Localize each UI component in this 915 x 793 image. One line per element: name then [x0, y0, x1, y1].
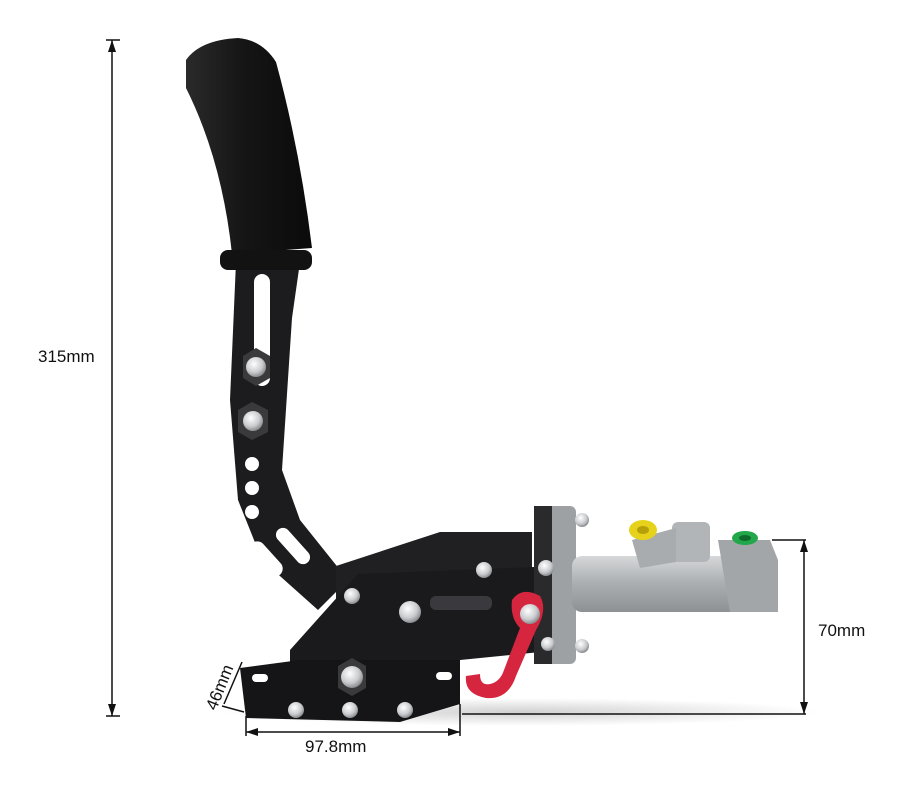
master-cylinder-dimension-line: [462, 539, 806, 715]
base-bolt: [288, 702, 304, 718]
base-length-dimension-line: [245, 704, 461, 736]
base-hole: [252, 674, 268, 682]
housing-bolt: [520, 604, 540, 624]
base-length-label: 97.8mm: [305, 737, 367, 756]
housing-bolt: [399, 601, 421, 623]
base-hole: [436, 672, 452, 680]
base-bolt: [342, 702, 358, 718]
cylinder-outlet: [718, 540, 778, 612]
lever-bolt: [243, 348, 270, 386]
cylinder-inlet-boss: [672, 522, 710, 562]
grip-collar: [220, 250, 312, 270]
base-width-dimension-line: [221, 661, 245, 713]
lower-slot: [249, 541, 283, 577]
foam-grip: [186, 38, 312, 254]
housing-bolt: [538, 560, 554, 576]
cylinder-bolt: [575, 513, 589, 527]
height-label: 315mm: [38, 347, 95, 366]
pivot-bolt: [338, 658, 366, 696]
height-dimension-line: [106, 39, 120, 717]
housing-bolt: [344, 588, 360, 604]
lever-bolt: [238, 402, 268, 440]
base-bolt: [397, 702, 413, 718]
adjust-hole: [245, 505, 259, 519]
cylinder-bolt: [575, 639, 589, 653]
housing-bolt: [541, 637, 555, 651]
lower-slot: [275, 527, 311, 565]
adjust-hole: [245, 481, 259, 495]
housing-bolt: [476, 562, 492, 578]
housing-slot: [430, 596, 492, 610]
adjust-hole: [245, 457, 259, 471]
master-cylinder-height-label: 70mm: [818, 621, 866, 640]
